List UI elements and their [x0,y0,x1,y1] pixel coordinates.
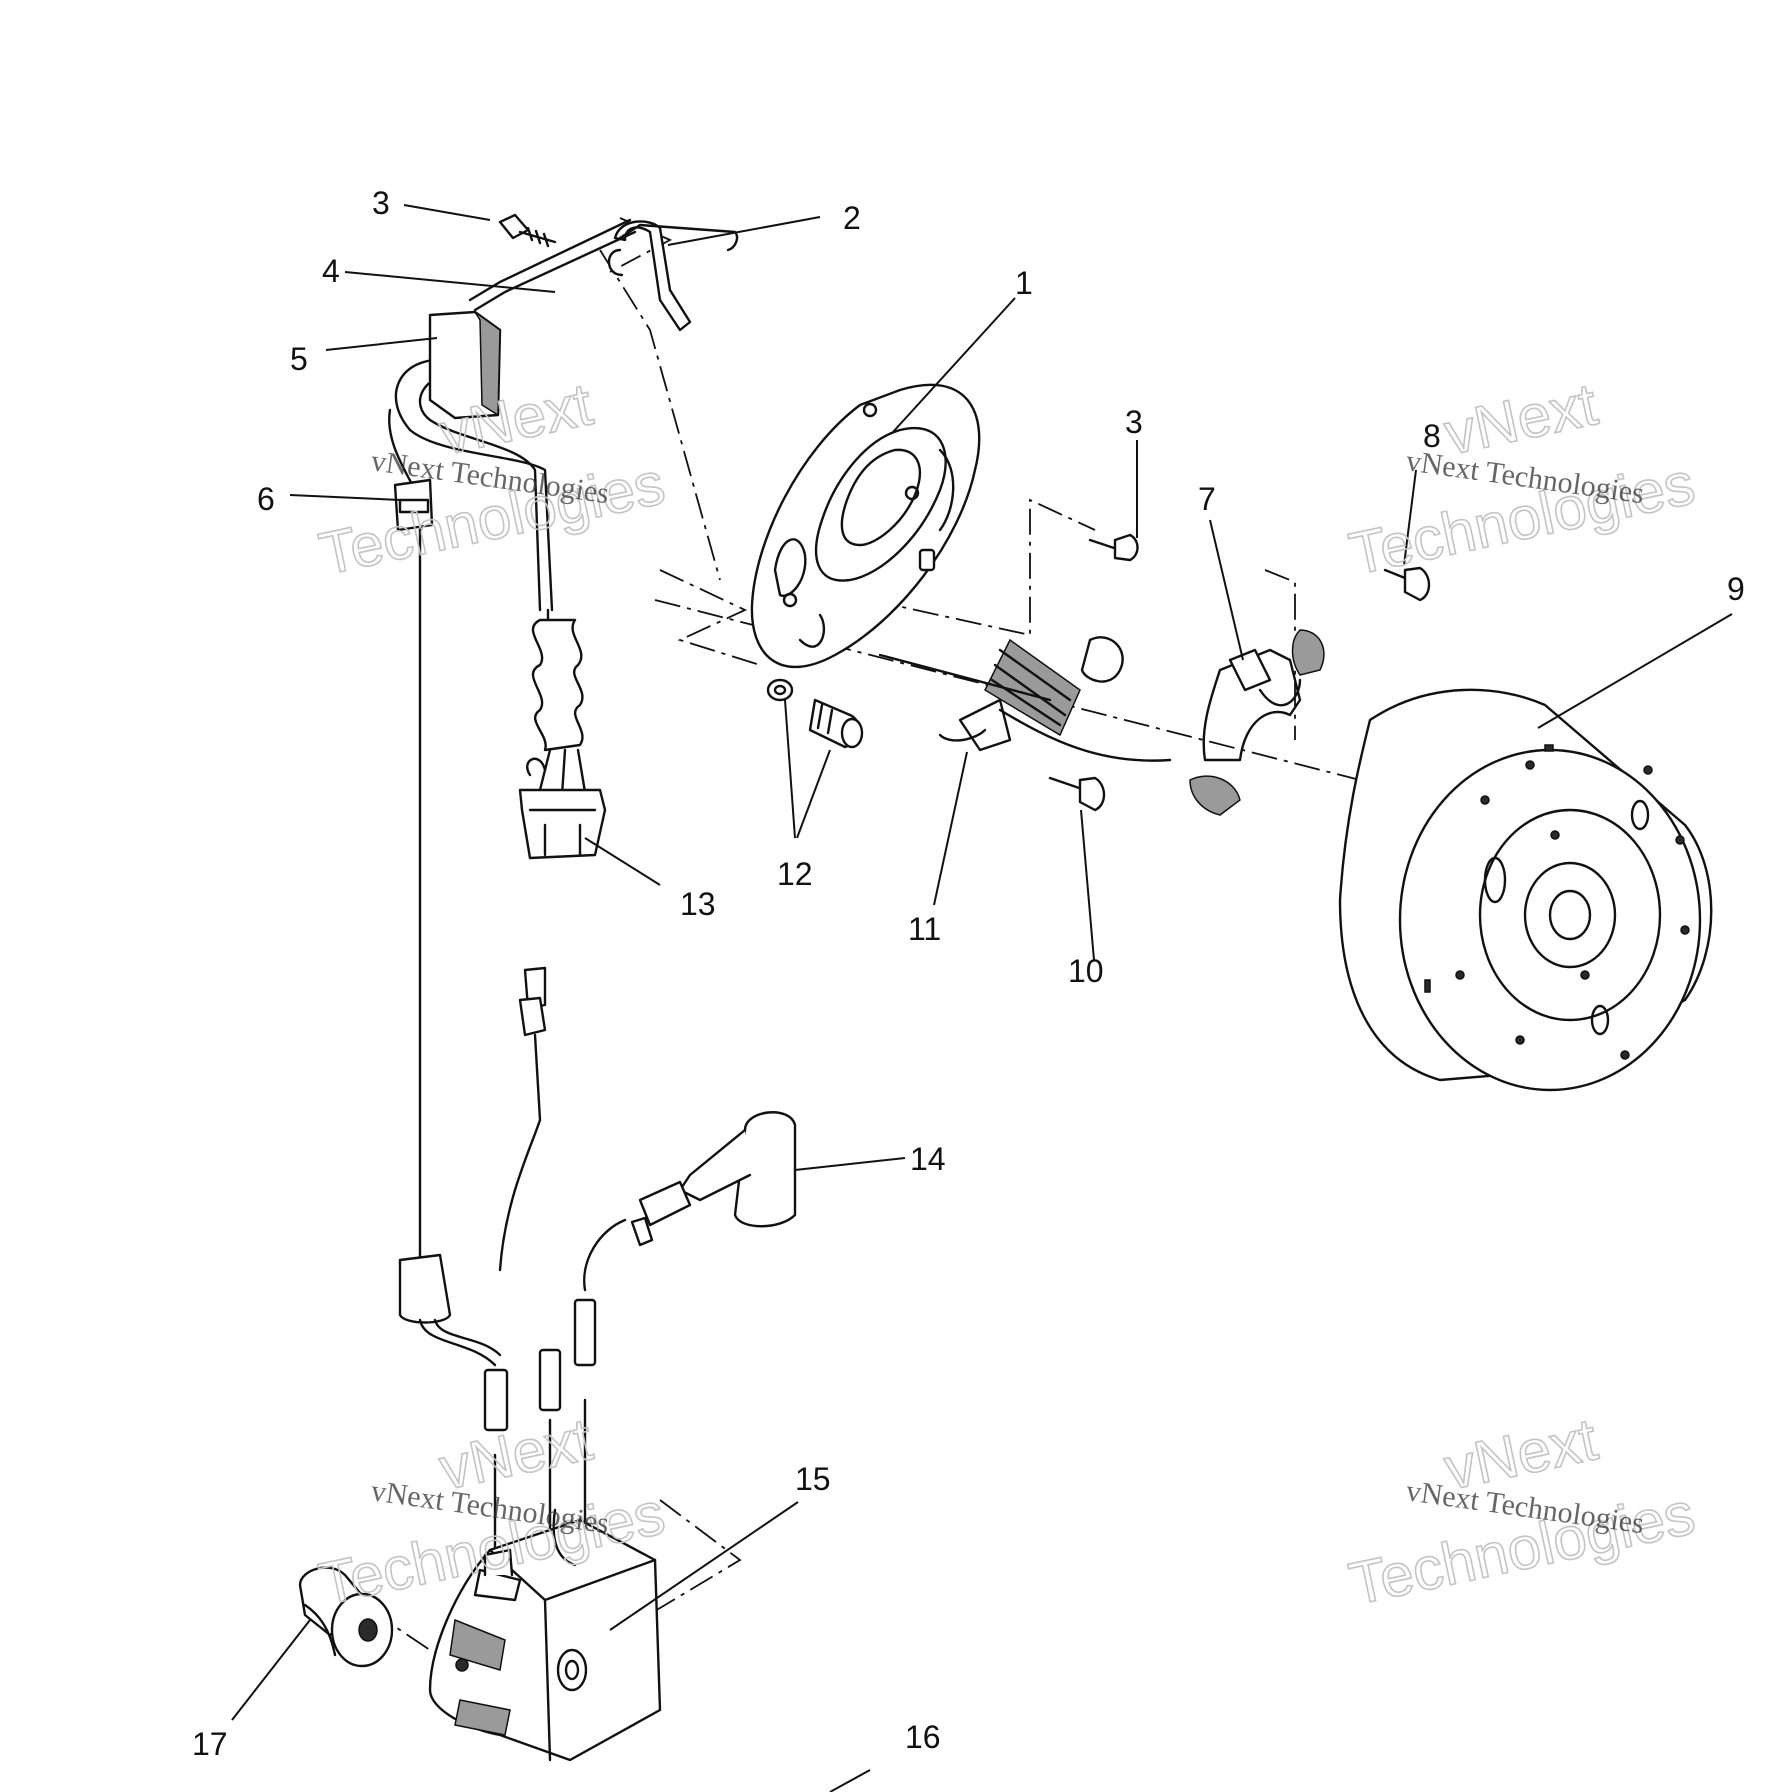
stator-screw [808,698,864,749]
callout-labels: 3 2 4 1 5 3 8 6 7 9 12 13 11 10 14 15 16… [192,185,1745,1762]
spark-plug-cap [630,1111,797,1247]
connector-small [393,478,434,532]
coil-connector [518,608,607,860]
lockwasher [766,678,794,702]
leader-lines [231,204,1733,1792]
screw-top [498,213,557,248]
callout-2: 2 [843,200,861,236]
screw-right [1088,533,1139,562]
callout-10: 10 [1068,953,1104,989]
callout-5: 5 [290,341,308,377]
callout-11: 11 [908,911,941,947]
callout-8: 8 [1423,418,1441,454]
cdi-unit [428,1508,662,1762]
flywheel [1338,688,1713,1092]
pulser-coil [998,629,1325,816]
screw-8 [1383,566,1431,602]
cable-clamp [607,220,692,332]
stator-plate [750,383,981,669]
voltage-regulator [428,310,502,420]
callout-17: 17 [192,1726,228,1762]
watermark-top-left: vNext Technologies vNext Technologies [313,369,671,588]
callout-7: 7 [1198,481,1216,517]
callout-3-top: 3 [372,185,390,221]
rubber-bushing [298,1566,394,1668]
watermark-top-right: vNext Technologies vNext Technologies [1343,369,1701,588]
callout-4: 4 [322,253,340,289]
callout-13: 13 [680,886,716,922]
callout-16: 16 [905,1719,941,1755]
callout-6: 6 [257,481,275,517]
callout-3-mid: 3 [1125,404,1143,440]
callout-1: 1 [1015,265,1033,301]
screw-10 [1048,776,1106,812]
callout-12: 12 [777,856,813,892]
callout-15: 15 [795,1461,831,1497]
lower-harness [398,966,627,1582]
watermark-bottom-right: vNext Technologies vNext Technologies [1343,1404,1701,1618]
callout-14: 14 [910,1141,946,1177]
exciter-coil [878,636,1124,752]
callout-9: 9 [1727,571,1745,607]
